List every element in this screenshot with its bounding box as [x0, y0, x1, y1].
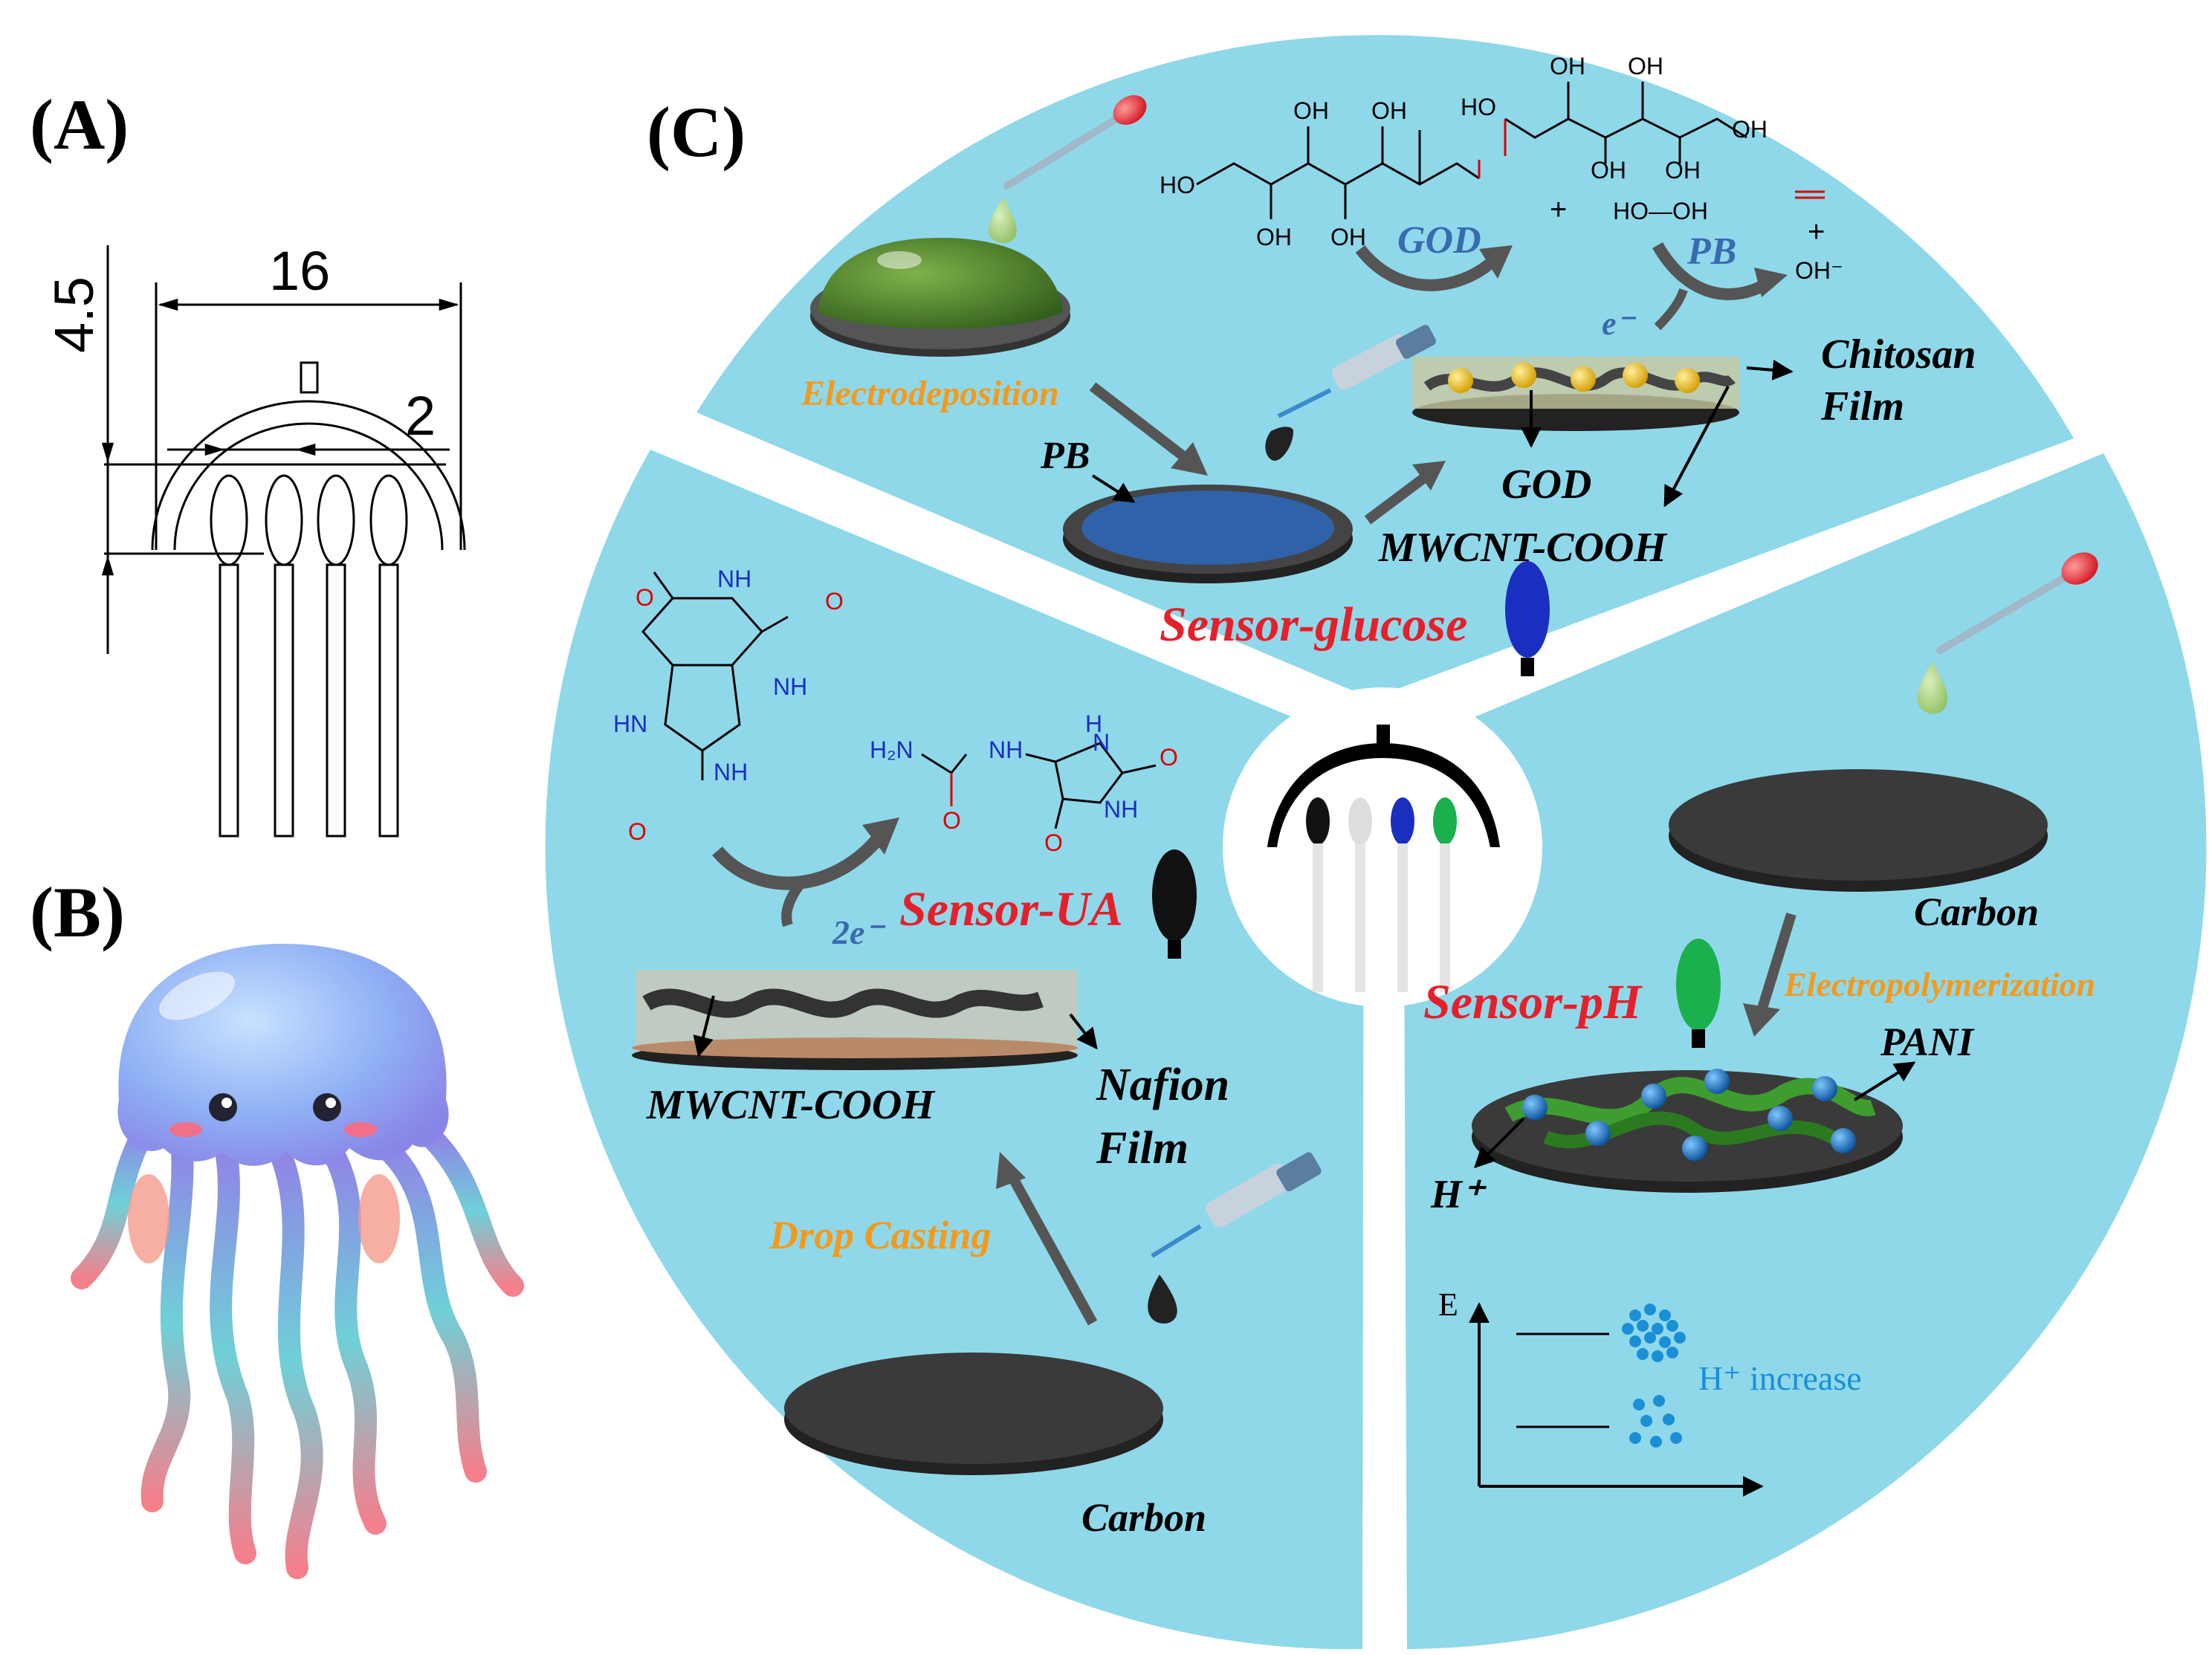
glucose-gel-electrode	[810, 238, 1070, 357]
glucose-oh-4: OH	[1371, 97, 1407, 124]
sector-ph	[1403, 453, 2207, 1649]
allantoin-nh-1: NH	[989, 736, 1023, 763]
allantoin-h: H	[1085, 710, 1102, 737]
title-sensor-ua: Sensor-UA	[899, 882, 1123, 936]
glucose-ho: HO	[1160, 172, 1195, 198]
e-plot-y-label: E	[1438, 1286, 1458, 1323]
allantoin-h2n: H₂N	[870, 736, 913, 763]
uric-acid-molecule	[641, 571, 789, 780]
dimension-height: 4.5	[43, 276, 105, 353]
label-chitosan: Chitosan	[1821, 331, 1976, 378]
label-nafion-film: Film	[1096, 1123, 1189, 1173]
glucose-probe-icon	[1505, 561, 1550, 658]
allantoin-o-1: O	[942, 807, 961, 834]
e-plot: E H⁺ increase	[1438, 1286, 1862, 1497]
ua-o-2: O	[825, 588, 844, 615]
label-electron: e⁻	[1602, 305, 1637, 342]
chitosan-electrode	[1412, 357, 1739, 431]
reaction-plus-1: +	[1550, 193, 1567, 226]
pb-curved-arrow	[1652, 242, 1773, 300]
pani-electrode	[1472, 1069, 1903, 1193]
dimension-gap: 2	[405, 385, 436, 447]
ua-o-3: O	[628, 818, 647, 845]
label-nafion: Nafion	[1096, 1060, 1229, 1110]
e-plot-legend: H⁺ increase	[1698, 1359, 1862, 1397]
ph-dropper	[1917, 552, 2098, 714]
panel-b-label: (B)	[30, 872, 125, 952]
glucose-oh-3: OH	[1330, 224, 1366, 250]
panel-c-label: (C)	[647, 92, 746, 172]
reaction-plus-2: +	[1808, 216, 1825, 248]
gluconic-oh-3: OH	[1628, 53, 1663, 80]
h-plus-dots-sparse	[1629, 1395, 1682, 1448]
hub-probes	[1306, 797, 1457, 992]
allantoin-o-3: O	[1044, 829, 1063, 856]
sector-backgrounds	[545, 35, 2207, 1650]
label-h-plus: H⁺	[1430, 1172, 1487, 1217]
dimension-width: 16	[269, 240, 330, 302]
ph-carbon-electrode	[1669, 769, 2048, 892]
ua-o-1: O	[636, 584, 654, 611]
center-hub	[1223, 687, 1542, 1007]
oxygen-molecule	[1795, 190, 1825, 199]
drawing-probes	[210, 474, 408, 838]
label-mwcnt-ua: MWCNT-COOH	[646, 1082, 935, 1128]
jellyfish-eye-right	[313, 1093, 341, 1121]
ua-carbon-electrode	[784, 1353, 1163, 1475]
gluconic-oh-4: OH	[1665, 157, 1701, 184]
gluconic-acid-molecule	[1504, 82, 1747, 163]
ua-probe-icon	[1152, 849, 1197, 942]
label-pb-catalyst: PB	[1687, 230, 1736, 273]
h-plus-dots-dense	[1622, 1303, 1686, 1362]
pb-electrode	[1063, 485, 1353, 583]
reaction-oh-minus: OH⁻	[1795, 257, 1843, 284]
ua-hn: HN	[613, 710, 647, 737]
gluconic-ho: HO	[1461, 94, 1496, 120]
allantoin-molecule	[921, 742, 1157, 829]
hub-probe-glucose	[1391, 797, 1414, 845]
label-electrodeposition: Electrodeposition	[801, 374, 1059, 413]
ph-probe-icon	[1676, 939, 1721, 1031]
hub-probe-ua	[1306, 797, 1330, 845]
jellyfish-illustration	[71, 944, 524, 1579]
label-electropolymerization: Electropolymerization	[1783, 965, 2095, 1003]
glucose-oh-2: OH	[1293, 97, 1329, 124]
panel-a-label: (A)	[30, 85, 129, 164]
ua-nh-2: NH	[773, 673, 807, 700]
label-chitosan-film: Film	[1820, 383, 1904, 430]
reaction-h2o2: HO—OH	[1613, 198, 1708, 224]
glucose-dropper	[988, 95, 1147, 243]
title-sensor-ph: Sensor-pH	[1423, 975, 1643, 1029]
label-pb: PB	[1040, 435, 1090, 477]
glucose-oh-1: OH	[1256, 224, 1292, 250]
ua-nh-3: NH	[714, 759, 748, 786]
label-god: GOD	[1501, 461, 1591, 508]
allantoin-n: N	[1093, 729, 1110, 756]
label-carbon-ph: Carbon	[1914, 890, 2039, 934]
gluconic-oh-2: OH	[1591, 157, 1626, 184]
label-drop-casting: Drop Casting	[769, 1213, 992, 1257]
allantoin-nh-2: NH	[1104, 796, 1138, 823]
label-2e: 2e⁻	[832, 913, 886, 951]
hub-probe-ph	[1433, 797, 1457, 845]
electron-arrow	[1654, 288, 1688, 331]
jellyfish-tentacles	[71, 1118, 524, 1579]
hub-probe-blank	[1348, 797, 1372, 845]
label-carbon-ua: Carbon	[1081, 1495, 1206, 1540]
ua-nh-1: NH	[717, 566, 751, 592]
technical-drawing	[101, 245, 466, 838]
title-sensor-glucose: Sensor-glucose	[1160, 597, 1467, 652]
pipette-glucose	[1277, 325, 1437, 418]
allantoin-o-2: O	[1160, 744, 1178, 771]
label-god-enzyme: GOD	[1397, 219, 1481, 262]
god-curved-arrow	[1355, 244, 1498, 291]
pipette-ua	[1151, 1152, 1322, 1258]
jellyfish-eye-left	[209, 1093, 237, 1121]
label-pani: PANI	[1880, 1020, 1975, 1064]
gluconic-oh-1: OH	[1550, 53, 1585, 80]
glucose-molecule	[1196, 126, 1481, 219]
gluconic-oh-5: OH	[1732, 116, 1768, 143]
